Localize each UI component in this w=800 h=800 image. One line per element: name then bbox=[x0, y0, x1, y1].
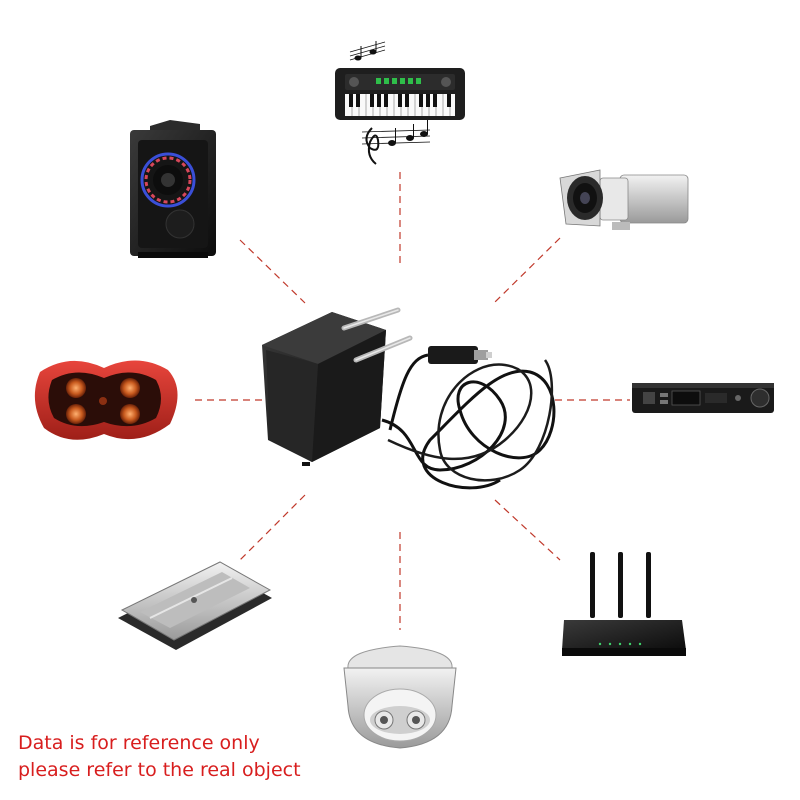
router-icon bbox=[562, 552, 686, 656]
connector-line-camera bbox=[494, 237, 561, 303]
dome-camera-icon bbox=[343, 645, 457, 749]
disclaimer-line-2: please refer to the real object bbox=[18, 759, 301, 781]
connector-lines bbox=[195, 172, 630, 630]
power-adapter-icon bbox=[262, 307, 556, 490]
disclaimer-line-1: Data is for reference only bbox=[18, 732, 260, 754]
connector-line-router bbox=[494, 499, 561, 561]
connector-line-speaker bbox=[239, 239, 306, 304]
massage-pillow-icon bbox=[34, 360, 178, 440]
receiver-icon bbox=[632, 383, 774, 413]
music-notes-icon bbox=[349, 41, 431, 165]
keyboard-icon bbox=[335, 41, 465, 165]
disclaimer-text: Data is for reference only please refer … bbox=[18, 730, 301, 784]
speaker-icon bbox=[130, 120, 216, 258]
scanner-icon bbox=[118, 561, 272, 650]
connector-line-scanner bbox=[239, 494, 306, 561]
bullet-camera-icon bbox=[559, 169, 689, 230]
